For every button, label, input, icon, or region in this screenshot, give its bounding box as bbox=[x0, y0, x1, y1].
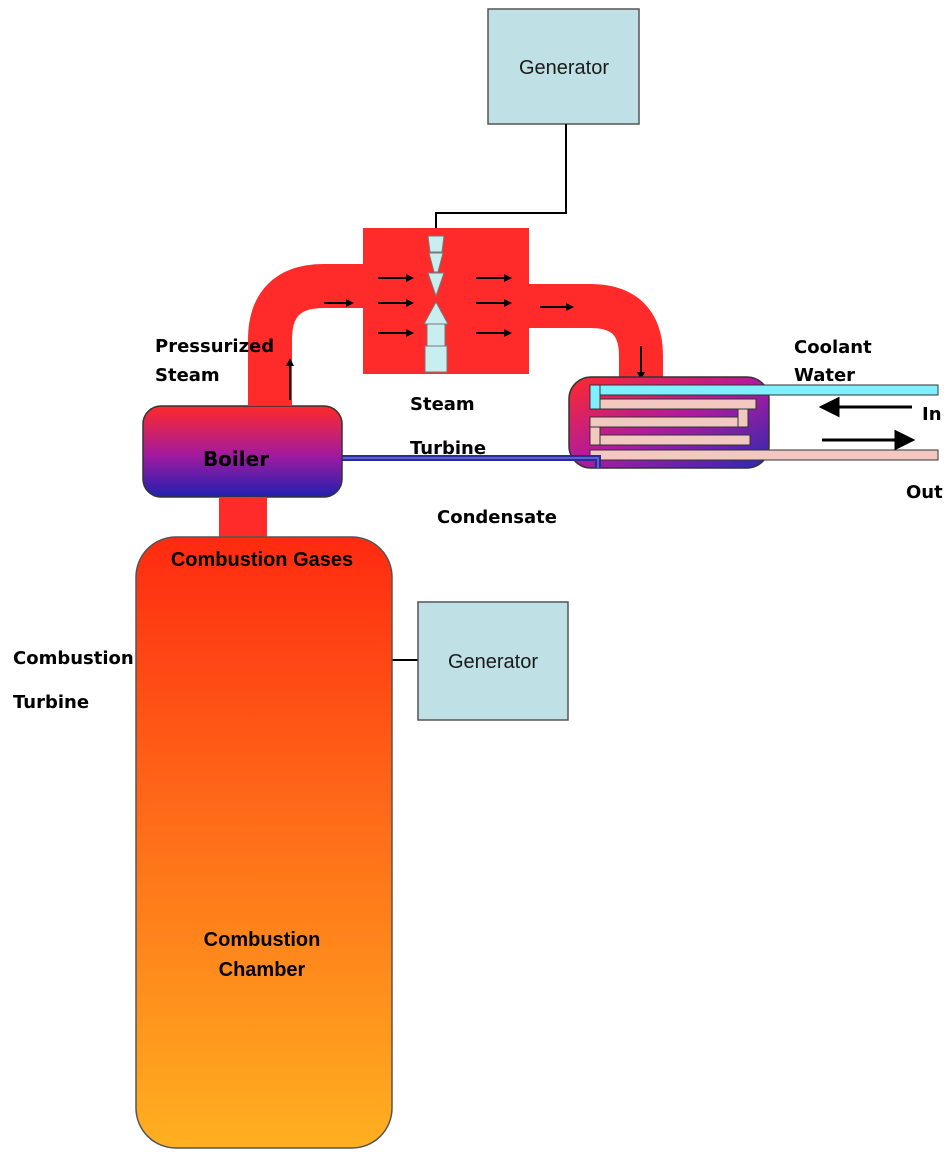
pressurized-steam-label-2: Steam bbox=[155, 365, 220, 386]
combustion-chamber-body bbox=[135, 536, 393, 1149]
coolant-out-label: Out bbox=[906, 482, 943, 503]
generator-mid: Generator bbox=[417, 601, 569, 721]
generator-mid-label: Generator bbox=[448, 651, 538, 673]
combustion-chamber-label-2: Chamber bbox=[219, 959, 306, 981]
coolant-water-label-1: Coolant bbox=[794, 337, 872, 358]
generator-top-shaft bbox=[435, 124, 567, 236]
combustion-chamber-label-1: Combustion bbox=[204, 929, 321, 951]
condenser bbox=[568, 376, 939, 469]
coolant-water-label-2: Water bbox=[794, 365, 855, 386]
condensate-line bbox=[342, 455, 601, 468]
boiler: Boiler bbox=[142, 405, 343, 498]
steam-turbine-label-2: Turbine bbox=[410, 438, 486, 459]
generator-top-label: Generator bbox=[519, 57, 609, 79]
steam-turbine-label-1: Steam bbox=[410, 394, 475, 415]
combustion-turbine-label-2: Turbine bbox=[13, 692, 89, 713]
steam-turbine bbox=[363, 228, 529, 374]
pressurized-steam-label-1: Pressurized bbox=[155, 336, 274, 357]
coolant-in-label: In bbox=[922, 404, 942, 425]
generator-top: Generator bbox=[487, 8, 640, 125]
condensate-label: Condensate bbox=[437, 507, 557, 528]
combustion-gases-label: Combustion Gases bbox=[171, 549, 353, 571]
boiler-label: Boiler bbox=[203, 447, 269, 471]
steam-flow-arrows bbox=[286, 299, 645, 400]
combustion-turbine-label-1: Combustion bbox=[13, 648, 134, 669]
